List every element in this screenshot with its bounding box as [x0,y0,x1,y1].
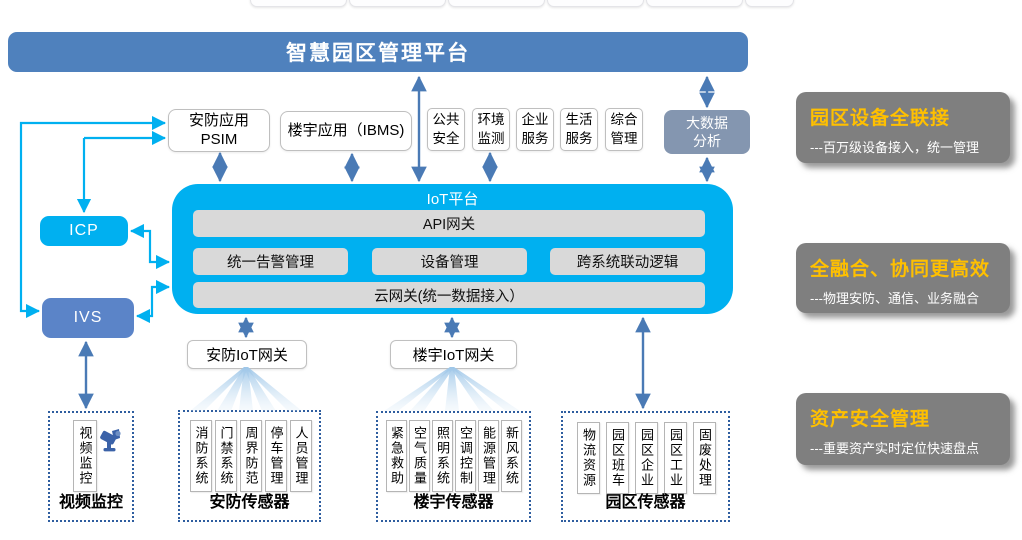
panel-subtitle: ---重要资产实时定位快速盘点 [810,441,979,456]
sensor-column: 周界防范 [240,420,262,492]
panel-title: 园区设备全联接 [810,108,951,129]
device-mgmt-bar: 设备管理 [372,248,527,275]
app-box-psim: 安防应用 PSIM [168,109,270,152]
fan-building-gateway [384,367,520,411]
app-box-public-safety: 公共安全 [427,108,465,151]
slide-edge-remnant [547,0,644,7]
video-monitor-group: 视频监控 视频监控 [48,411,134,522]
security-sensors-label: 安防传感器 [209,494,290,511]
panel-title: 资产安全管理 [810,409,931,430]
iot-platform: IoT平台 API网关 统一告警管理 设备管理 跨系统联动逻辑 云网关(统一数据… [172,184,733,314]
ibms-label: 楼宇应用（IBMS) [287,121,405,139]
building-iot-gateway: 楼宇IoT网关 [390,340,517,369]
psim-line2: PSIM [200,130,238,148]
arrow-iot-to-icp [129,223,152,246]
arrow-icp-to-iot [148,246,171,270]
ptz-camera-icon [98,429,124,464]
sensor-column: 空气质量 [409,420,430,492]
panel-subtitle: ---物理安防、通信、业务融合 [810,291,979,306]
sensor-column: 紧急救助 [386,420,407,492]
app-box-general-mgmt: 综合管理 [605,108,643,151]
sensor-column: 停车管理 [265,420,287,492]
slide-edge-remnant [448,0,545,7]
arrow-outer-to-psim [19,115,167,217]
sensor-column: 新风系统 [501,420,522,492]
building-sensors-group: 紧急救助 空气质量 照明系统 空调控制 能源管理 新风系统 楼宇传感器 [376,411,531,522]
building-sensors-label: 楼宇传感器 [413,494,494,511]
sensor-column: 固废处理 [693,422,716,494]
sensor-column: 园区班车 [606,422,629,494]
sensor-column: 照明系统 [432,420,453,492]
app-box-ibms: 楼宇应用（IBMS) [280,111,412,151]
security-sensors-group: 消防系统 门禁系统 周界防范 停车管理 人员管理 安防传感器 [178,410,321,522]
ivs-box: IVS [42,298,134,338]
cross-system-linkage-bar: 跨系统联动逻辑 [550,248,705,275]
sensor-column: 能源管理 [478,420,499,492]
slide-edge-remnant [250,0,347,7]
arrow-iot-to-ivs [135,301,154,324]
app-box-life-service: 生活服务 [560,108,598,151]
api-gateway-bar: API网关 [193,210,705,237]
benefit-panel-connect: 园区设备全联接 ---百万级设备接入，统一管理 [796,92,1010,163]
sensor-column: 园区工业 [664,422,687,494]
sensor-column: 空调控制 [455,420,476,492]
panel-subtitle: ---百万级设备接入，统一管理 [810,140,979,155]
slide-edge-remnant [349,0,446,7]
video-monitor-label: 视频监控 [58,494,123,511]
page-title: 智慧园区管理平台 [286,42,470,65]
platform-title-banner: 智慧园区管理平台 [8,32,748,72]
arrow-outer-to-ivs [19,217,41,319]
slide-edge-remnant [646,0,743,7]
bigdata-analysis-box: 大数据分析 [664,110,750,154]
sensor-column: 消防系统 [190,420,212,492]
sensor-column: 园区企业 [635,422,658,494]
park-sensors-label: 园区传感器 [605,494,686,511]
park-sensors-group: 物流资源 园区班车 园区企业 园区工业 固废处理 园区传感器 [561,411,730,522]
panel-title: 全融合、协同更高效 [810,259,991,280]
sensor-column: 门禁系统 [215,420,237,492]
psim-line1: 安防应用 [188,111,249,129]
app-box-env-monitor: 环境监测 [472,108,510,151]
sensor-column: 物流资源 [577,422,600,494]
slide-edge-remnant [745,0,794,7]
arrow-ivs-to-iot [150,279,171,301]
video-monitor-column: 视频监控 [73,420,97,492]
alarm-mgmt-bar: 统一告警管理 [193,248,348,275]
icp-box: ICP [40,216,128,246]
cloud-gateway-bar: 云网关(统一数据接入） [193,282,705,308]
iot-platform-title: IoT平台 [426,191,479,208]
app-box-enterprise-service: 企业服务 [516,108,554,151]
fan-security-gateway [190,367,302,411]
benefit-panel-fusion: 全融合、协同更高效 ---物理安防、通信、业务融合 [796,243,1010,313]
sensor-column: 人员管理 [290,420,312,492]
security-iot-gateway: 安防IoT网关 [187,340,307,369]
benefit-panel-asset: 资产安全管理 ---重要资产实时定位快速盘点 [796,393,1010,465]
